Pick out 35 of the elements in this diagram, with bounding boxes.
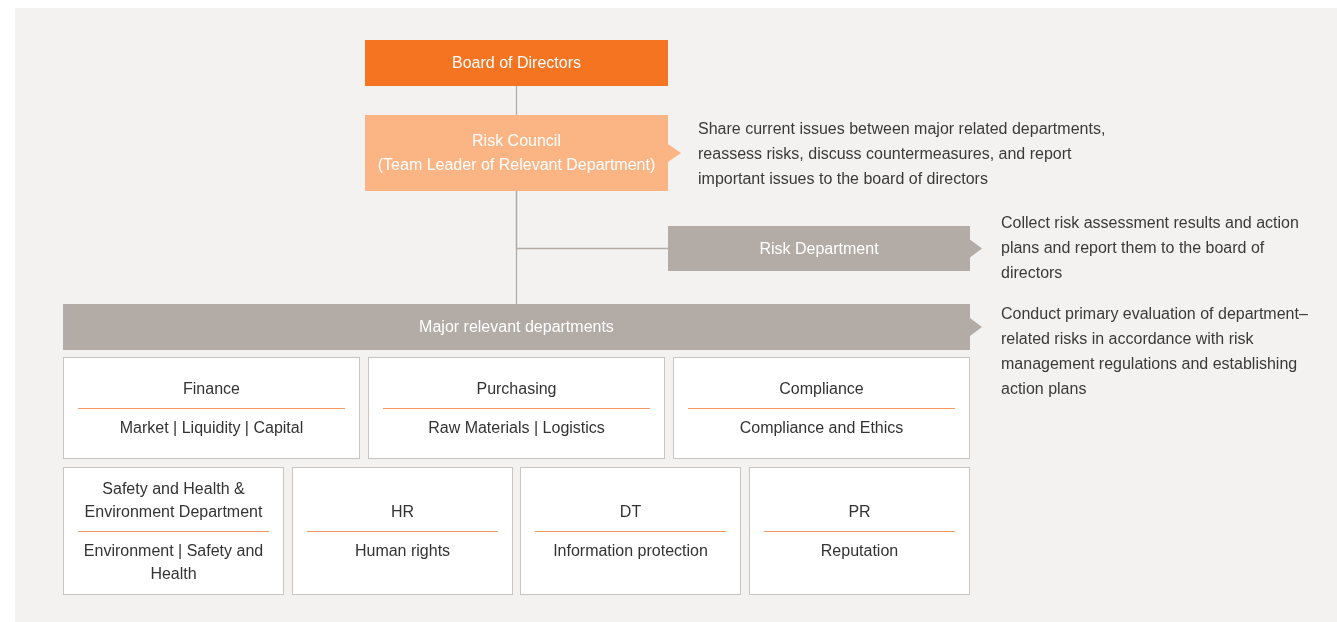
- node-subtitle: Human rights: [354, 541, 451, 561]
- node-subtitle: Raw Materials | Logistics: [428, 418, 605, 438]
- node-subtitle: Compliance and Ethics: [739, 418, 904, 438]
- department-card: [368, 357, 665, 459]
- description-text: Collect risk assessment results and action plans and report them to the board of directors: [1001, 213, 1300, 283]
- department-card: [292, 467, 513, 595]
- connector-line: [515, 190, 518, 305]
- departments-bar: [63, 304, 982, 350]
- department-card: [749, 467, 970, 595]
- node-subtitle: Environment | Safety and Health: [82, 541, 265, 584]
- node-title: Risk Council: [472, 131, 561, 151]
- department-card: [63, 357, 360, 459]
- description-text: Conduct primary evaluation of department–related risks in accordance with risk management regulations and establishing action plans: [1001, 304, 1309, 399]
- node-subtitle: Information protection: [553, 541, 708, 561]
- department-card: [673, 357, 970, 459]
- node-title: PR: [848, 502, 871, 522]
- node-subtitle: Reputation: [820, 541, 899, 561]
- node-title: Safety and Health & Environment Department: [83, 479, 264, 522]
- node-title: Finance: [183, 379, 240, 399]
- department-card: [520, 467, 741, 595]
- node-title: Risk Department: [759, 238, 879, 259]
- council-box: [365, 115, 681, 191]
- node-title: Board of Directors: [452, 53, 581, 73]
- board-box: [365, 40, 668, 86]
- description-text: Share current issues between major related departments, reassess risks, discuss countermeasures, and report important issues to the board of directors: [698, 119, 1107, 189]
- node-title: DT: [619, 502, 642, 522]
- node-title: Compliance: [779, 379, 864, 399]
- connector-line: [515, 85, 518, 116]
- node-subtitle: (Team Leader of Relevant Department): [377, 155, 656, 175]
- node-subtitle: Market | Liquidity | Capital: [119, 418, 304, 438]
- department-box: [668, 226, 982, 271]
- node-title: Purchasing: [476, 379, 557, 399]
- node-title: HR: [390, 502, 415, 522]
- department-card: [63, 467, 284, 595]
- node-title: Major relevant departments: [419, 317, 614, 337]
